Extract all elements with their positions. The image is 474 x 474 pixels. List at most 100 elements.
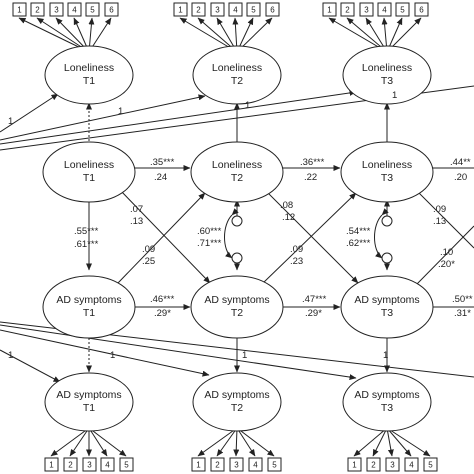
indicator-box	[49, 2, 64, 17]
indicator-label: 3	[234, 461, 239, 470]
node-time: T2	[231, 402, 243, 414]
node-time: T1	[83, 172, 95, 184]
loading-label: 1	[242, 350, 247, 361]
indicator-box	[340, 2, 355, 17]
indicator-label: 1	[17, 6, 22, 15]
indicator-box	[191, 2, 206, 17]
node-label: Loneliness	[212, 62, 262, 74]
indicator-box	[82, 457, 97, 472]
indicator-label: 4	[233, 6, 238, 15]
indicator-label: 4	[105, 461, 110, 470]
node-label: Loneliness	[64, 159, 114, 171]
coef-cov-t1-a: .55***	[74, 226, 99, 237]
coef-lon1-ad2-b: .13	[130, 216, 143, 227]
measurement-loneliness-t2: Loneliness T2	[192, 45, 282, 105]
coef-lon-stability-3out-b: .20	[454, 172, 467, 183]
node-time: T3	[381, 75, 393, 87]
indicator-label: 2	[196, 6, 201, 15]
coef-lon-stability-12-a: .35***	[150, 157, 175, 168]
indicator-label: 4	[253, 461, 258, 470]
residual-loneliness-t3	[381, 215, 393, 227]
indicator-boxes-loneliness-t3: 1 2 3 4 5 6	[322, 2, 429, 17]
node-time: T3	[381, 402, 393, 414]
indicator-box	[366, 457, 381, 472]
indicator-boxes-ad-t2: 1 2 3 4 5	[191, 457, 282, 472]
indicator-label: 2	[345, 6, 350, 15]
indicator-label: 3	[54, 6, 59, 15]
indicator-box	[119, 457, 134, 472]
loading-label: 1	[383, 350, 388, 361]
coef-ad1-lon2-a: .09	[142, 244, 155, 255]
residual-ad-t2	[231, 252, 243, 264]
indicator-boxes-ad-t1: 1 2 3 4 5	[44, 457, 134, 472]
coef-lon3-out-b: .13	[433, 216, 446, 227]
measurement-ad-t3: AD symptoms T3	[342, 372, 432, 432]
indicator-box	[414, 2, 429, 17]
coef-lon2-ad3-b: .12	[282, 212, 295, 223]
indicator-box	[30, 2, 45, 17]
coef-lon2-ad3-a: .08	[280, 200, 293, 211]
coef-ad3-out-b: .20*	[438, 259, 455, 270]
indicator-label: 1	[327, 6, 332, 15]
residual-loneliness-t2	[231, 215, 243, 227]
indicator-label: 1	[352, 461, 357, 470]
node-label: Loneliness	[212, 159, 262, 171]
indicator-label: 3	[364, 6, 369, 15]
indicator-box	[267, 457, 282, 472]
measurement-ad-t2: AD symptoms T2	[192, 372, 282, 432]
node-label: AD symptoms	[354, 389, 419, 401]
coef-ad-stability-23-b: .29*	[305, 308, 322, 319]
indicator-box	[229, 457, 244, 472]
coef-cov-t3-b: .62***	[346, 238, 371, 249]
coef-cov-t3-a: .54***	[346, 226, 371, 237]
indicator-box	[67, 2, 82, 17]
indicator-box	[377, 2, 392, 17]
indicator-box	[228, 2, 243, 17]
coef-lon-stability-23-a: .36***	[300, 157, 325, 168]
loading-label: 1	[8, 116, 13, 127]
node-time: T1	[83, 75, 95, 87]
indicator-box	[322, 2, 337, 17]
residual-ad-t3	[381, 252, 393, 264]
node-label: Loneliness	[362, 159, 412, 171]
indicator-box	[210, 457, 225, 472]
node-label: AD symptoms	[204, 389, 269, 401]
indicator-boxes-loneliness-t1: 1 2 3 4 5 6	[12, 2, 119, 17]
indicator-label: 6	[109, 6, 114, 15]
coef-ad2-lon3-b: .23	[290, 256, 303, 267]
indicator-box	[85, 2, 100, 17]
indicator-label: 4	[72, 6, 77, 15]
loading-label: 1	[245, 100, 250, 111]
indicator-label: 6	[419, 6, 424, 15]
indicator-label: 2	[68, 461, 73, 470]
indicator-box	[385, 457, 400, 472]
coef-ad3-out-a: .10	[440, 247, 453, 258]
path-coefficients: 1 1 1 1 .35*** .24 .36*** .22 .44** .20 …	[8, 90, 473, 361]
indicator-label: 2	[215, 461, 220, 470]
coef-ad2-lon3-a: .09	[290, 244, 303, 255]
coef-ad-stability-23-a: .47***	[302, 294, 327, 305]
node-label: Loneliness	[64, 62, 114, 74]
coef-lon3-out-a: .09	[433, 204, 446, 215]
indicator-label: 1	[178, 6, 183, 15]
coef-ad1-lon2-b: .25	[142, 256, 155, 267]
indicator-box	[12, 2, 27, 17]
coef-lon-stability-12-b: .24	[154, 172, 167, 183]
indicator-box	[173, 2, 188, 17]
latent-ad-t2: AD symptoms T2	[190, 275, 284, 339]
loading-label: 1	[8, 350, 13, 361]
coef-ad-stability-12-b: .29*	[154, 308, 171, 319]
node-time: T2	[231, 172, 243, 184]
indicator-label: 5	[272, 461, 277, 470]
indicator-box	[265, 2, 280, 17]
node-label: AD symptoms	[56, 294, 121, 306]
indicator-label: 5	[251, 6, 256, 15]
node-time: T3	[381, 307, 393, 319]
coef-ad-stability-3out-a: .50**	[452, 294, 473, 305]
indicator-label: 3	[390, 461, 395, 470]
measurement-loneliness-t3: Loneliness T3	[342, 45, 432, 105]
indicator-box	[104, 2, 119, 17]
indicator-label: 3	[215, 6, 220, 15]
coef-lon-stability-3out-a: .44**	[450, 157, 471, 168]
